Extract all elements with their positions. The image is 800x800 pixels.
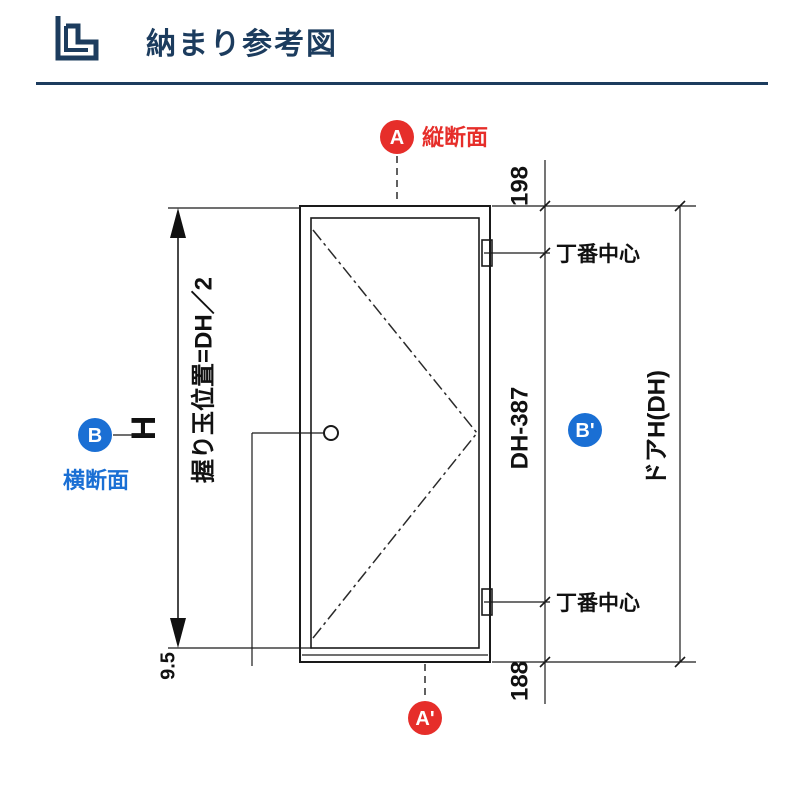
section-marker-b: B 横断面: [63, 418, 150, 493]
h-arrow-down: [170, 618, 186, 648]
tick-hinge-top: [539, 247, 551, 259]
tick-doorh-bottom: [674, 656, 686, 668]
h-arrow-up: [170, 208, 186, 238]
header-divider: [36, 82, 768, 85]
door-knob: [323, 425, 339, 441]
door-diagram: H 握り玉位置=DH／2 9.5 198 DH-387 188 丁番中心 丁番中…: [63, 120, 696, 735]
section-marker-a: A 縦断面: [380, 120, 488, 204]
marker-b-prime-circle: [568, 413, 602, 447]
section-marker-b-prime: B': [568, 413, 602, 447]
marker-a-circle: [380, 120, 414, 154]
marker-b-prime-letter: B': [575, 420, 594, 442]
hinge-center-label-top: 丁番中心: [556, 243, 640, 266]
marker-a-letter: A: [390, 127, 404, 149]
marker-b-letter: B: [88, 425, 102, 447]
dim-knob-position: 握り玉位置=DH／2: [189, 277, 217, 483]
tick-door-top: [539, 200, 551, 212]
section-marker-a-prime: A': [408, 664, 442, 735]
page-title: 納まり参考図: [146, 28, 338, 61]
height-dimension: H 握り玉位置=DH／2 9.5: [125, 207, 312, 680]
hinge-center-label-bottom: 丁番中心: [556, 592, 640, 615]
marker-a-prime-circle: [408, 701, 442, 735]
hinges: [481, 239, 550, 616]
tick-doorh-top: [674, 200, 686, 212]
dim-top-hinge: 198: [506, 166, 533, 206]
swing-line-bottom: [312, 432, 478, 639]
dim-bottom-offset: 9.5: [157, 652, 179, 680]
vertical-section-label: 縦断面: [422, 125, 488, 150]
door-knob-group: [251, 425, 339, 666]
corner-profile-icon: [52, 12, 102, 70]
tick-door-bottom: [539, 656, 551, 668]
dim-bottom-hinge: 188: [506, 661, 533, 701]
marker-b-circle: [78, 418, 112, 452]
header: 納まり参考図: [52, 12, 338, 70]
door-frame-outer: [299, 205, 491, 663]
dim-door-height: H: [125, 416, 163, 441]
horizontal-section-label: 横断面: [63, 468, 129, 493]
dim-door-total-height: ドアH(DH): [643, 370, 670, 486]
right-dimensions: 198 DH-387 188 丁番中心 丁番中心 ドアH(DH): [492, 160, 696, 704]
swing-line-top: [312, 229, 478, 434]
dim-hinge-span: DH-387: [506, 387, 533, 470]
tick-hinge-bottom: [539, 596, 551, 608]
marker-a-prime-letter: A': [415, 708, 434, 730]
door-swing-lines: [312, 229, 478, 639]
